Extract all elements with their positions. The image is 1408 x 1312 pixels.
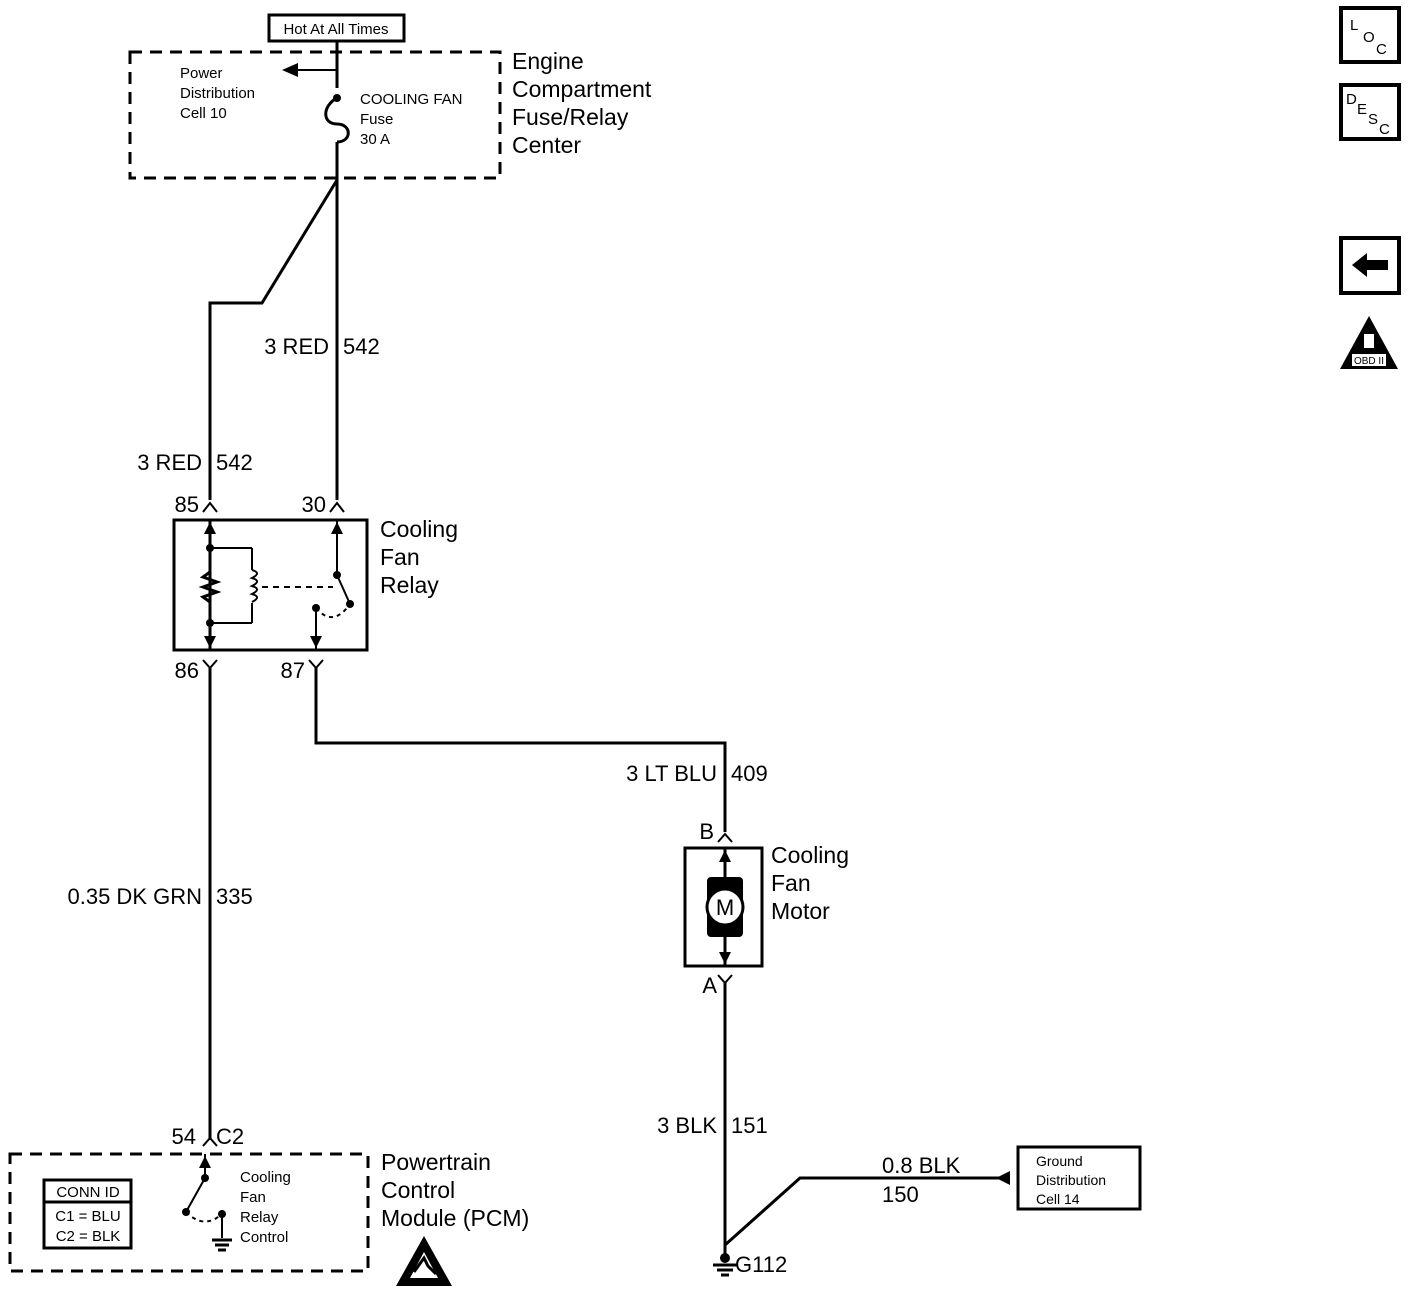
arrow-left-icon: [282, 63, 298, 77]
ground-dist-line-3: Cell 14: [1036, 1191, 1080, 1207]
conn-id-title: CONN ID: [56, 1184, 120, 1201]
ground-id: G112: [735, 1252, 787, 1277]
back-button[interactable]: [1339, 236, 1401, 295]
loc-letter-l: L: [1350, 17, 1358, 34]
pcm-control-line-3: Relay: [240, 1209, 279, 1226]
motor-title-line-3: Motor: [771, 898, 830, 924]
motor-pin-a: A: [702, 973, 717, 998]
pcm-control-line-2: Fan: [240, 1189, 266, 1206]
desc-button[interactable]: D E S C: [1339, 83, 1401, 141]
wire-red-542-to-85: [208, 179, 339, 500]
relay-title-line-2: Fan: [380, 544, 420, 570]
ground-dist-line-2: Distribution: [1036, 1172, 1106, 1188]
power-distribution-line-3: Cell 10: [180, 105, 227, 122]
connector-54-icon: [202, 1136, 218, 1147]
wire-circuit-blk-small: 150: [882, 1182, 919, 1207]
pcm-control-line-4: Control: [240, 1229, 288, 1246]
desc-letter-s: S: [1368, 111, 1378, 128]
loc-letter-o: O: [1363, 29, 1375, 46]
fuse-center-title-line-3: Fuse/Relay: [512, 104, 629, 130]
arrow-left-icon: [996, 1171, 1010, 1185]
conn-id-table: CONN ID C1 = BLU C2 = BLK: [42, 1178, 133, 1250]
relay-title-line-1: Cooling: [380, 516, 458, 542]
hot-at-all-times-label: Hot At All Times: [267, 13, 406, 43]
esd-warning-icon: [396, 1236, 452, 1286]
conn-id-c1: C1 = BLU: [55, 1208, 120, 1225]
motor-symbol-icon: [705, 887, 745, 927]
wire-circuit-red-upper: 542: [343, 334, 380, 359]
connector-30-icon: [329, 501, 345, 513]
fuse-center-boundary: [128, 50, 502, 180]
fuse-name-line-3: 30 A: [360, 131, 390, 148]
wire-ltblu-409: [314, 668, 727, 832]
conn-id-c2: C2 = BLK: [56, 1228, 121, 1245]
back-arrow-icon: [1352, 253, 1388, 277]
loc-letter-c: C: [1376, 41, 1387, 58]
motor-title-line-1: Cooling: [771, 842, 849, 868]
obd-ii-text: OBD II: [1354, 356, 1384, 367]
pcm-connector: C2: [216, 1124, 244, 1149]
power-distribution-line-1: Power: [180, 65, 223, 82]
ground-distribution-box: Ground Distribution Cell 14: [1016, 1145, 1142, 1211]
fuse-center-title-line-2: Compartment: [512, 76, 652, 102]
ground-g112: G112: [713, 1252, 787, 1277]
wire-circuit-dkgrn: 335: [216, 884, 253, 909]
connector-85-icon: [202, 501, 218, 513]
wire-label-dkgrn: 0.35 DK GRN: [68, 884, 203, 909]
obd-ii-icon[interactable]: OBD II: [1340, 316, 1398, 369]
relay-title-line-3: Relay: [380, 572, 439, 598]
fuse-name-line-2: Fuse: [360, 111, 393, 128]
cooling-fan-relay: 85 30 86 87: [172, 492, 369, 683]
pcm-control-line-1: Cooling: [240, 1169, 291, 1186]
relay-pin-86: 86: [175, 658, 199, 683]
fuse-name-line-1: COOLING FAN: [360, 91, 463, 108]
wire-label-blk-small: 0.8 BLK: [882, 1153, 961, 1178]
wire-circuit-red-lower: 542: [216, 450, 253, 475]
relay-box: [172, 518, 369, 652]
pcm-title-line-1: Powertrain: [381, 1149, 491, 1175]
pcm-title-line-3: Module (PCM): [381, 1205, 529, 1231]
pcm-module: 54 C2 Cooling Fan Relay Control CONN ID …: [8, 1124, 370, 1273]
relay-switch-icon: [336, 574, 351, 605]
wire-blk-150: [724, 1176, 1000, 1247]
motor-pin-b: B: [699, 819, 714, 844]
fuse-center-title-line-1: Engine: [512, 48, 584, 74]
relay-pin-85: 85: [175, 492, 199, 517]
fuse-center-title-line-4: Center: [512, 132, 581, 158]
cooling-fan-motor: B M A: [683, 819, 764, 998]
pcm-title-line-2: Control: [381, 1177, 455, 1203]
wire-label-blk: 3 BLK: [657, 1113, 717, 1138]
wire-circuit-blk: 151: [731, 1113, 768, 1138]
wire-label-ltblu: 3 LT BLU: [626, 761, 717, 786]
connector-87-icon: [308, 659, 324, 670]
fuse-relay-center: Power Distribution Cell 10 COOLING FAN F…: [128, 50, 502, 180]
connector-86-icon: [202, 659, 218, 670]
power-distribution-line-2: Distribution: [180, 85, 255, 102]
connector-a-icon: [717, 974, 733, 985]
pcm-switch-icon: [185, 1177, 206, 1213]
relay-pin-30: 30: [302, 492, 326, 517]
desc-letter-d: D: [1346, 91, 1357, 108]
wire-label-red-upper: 3 RED: [264, 334, 329, 359]
motor-symbol-text: M: [716, 895, 734, 920]
pcm-pin: 54: [172, 1124, 196, 1149]
pcm-boundary: [8, 1152, 370, 1273]
wire-circuit-ltblu: 409: [731, 761, 768, 786]
desc-letter-e: E: [1357, 101, 1367, 118]
fuse-symbol-icon: [324, 96, 350, 144]
relay-pin-87: 87: [281, 658, 305, 683]
motor-title-line-2: Fan: [771, 870, 811, 896]
ground-dist-line-1: Ground: [1036, 1153, 1083, 1169]
wire-label-red-lower: 3 RED: [137, 450, 202, 475]
desc-letter-c: C: [1379, 121, 1390, 138]
relay-coil-icon: [249, 569, 258, 603]
loc-button[interactable]: L O C: [1339, 6, 1401, 64]
hot-at-all-times-text: Hot At All Times: [283, 21, 388, 38]
connector-b-icon: [717, 832, 733, 843]
resistor-icon: [198, 570, 222, 604]
